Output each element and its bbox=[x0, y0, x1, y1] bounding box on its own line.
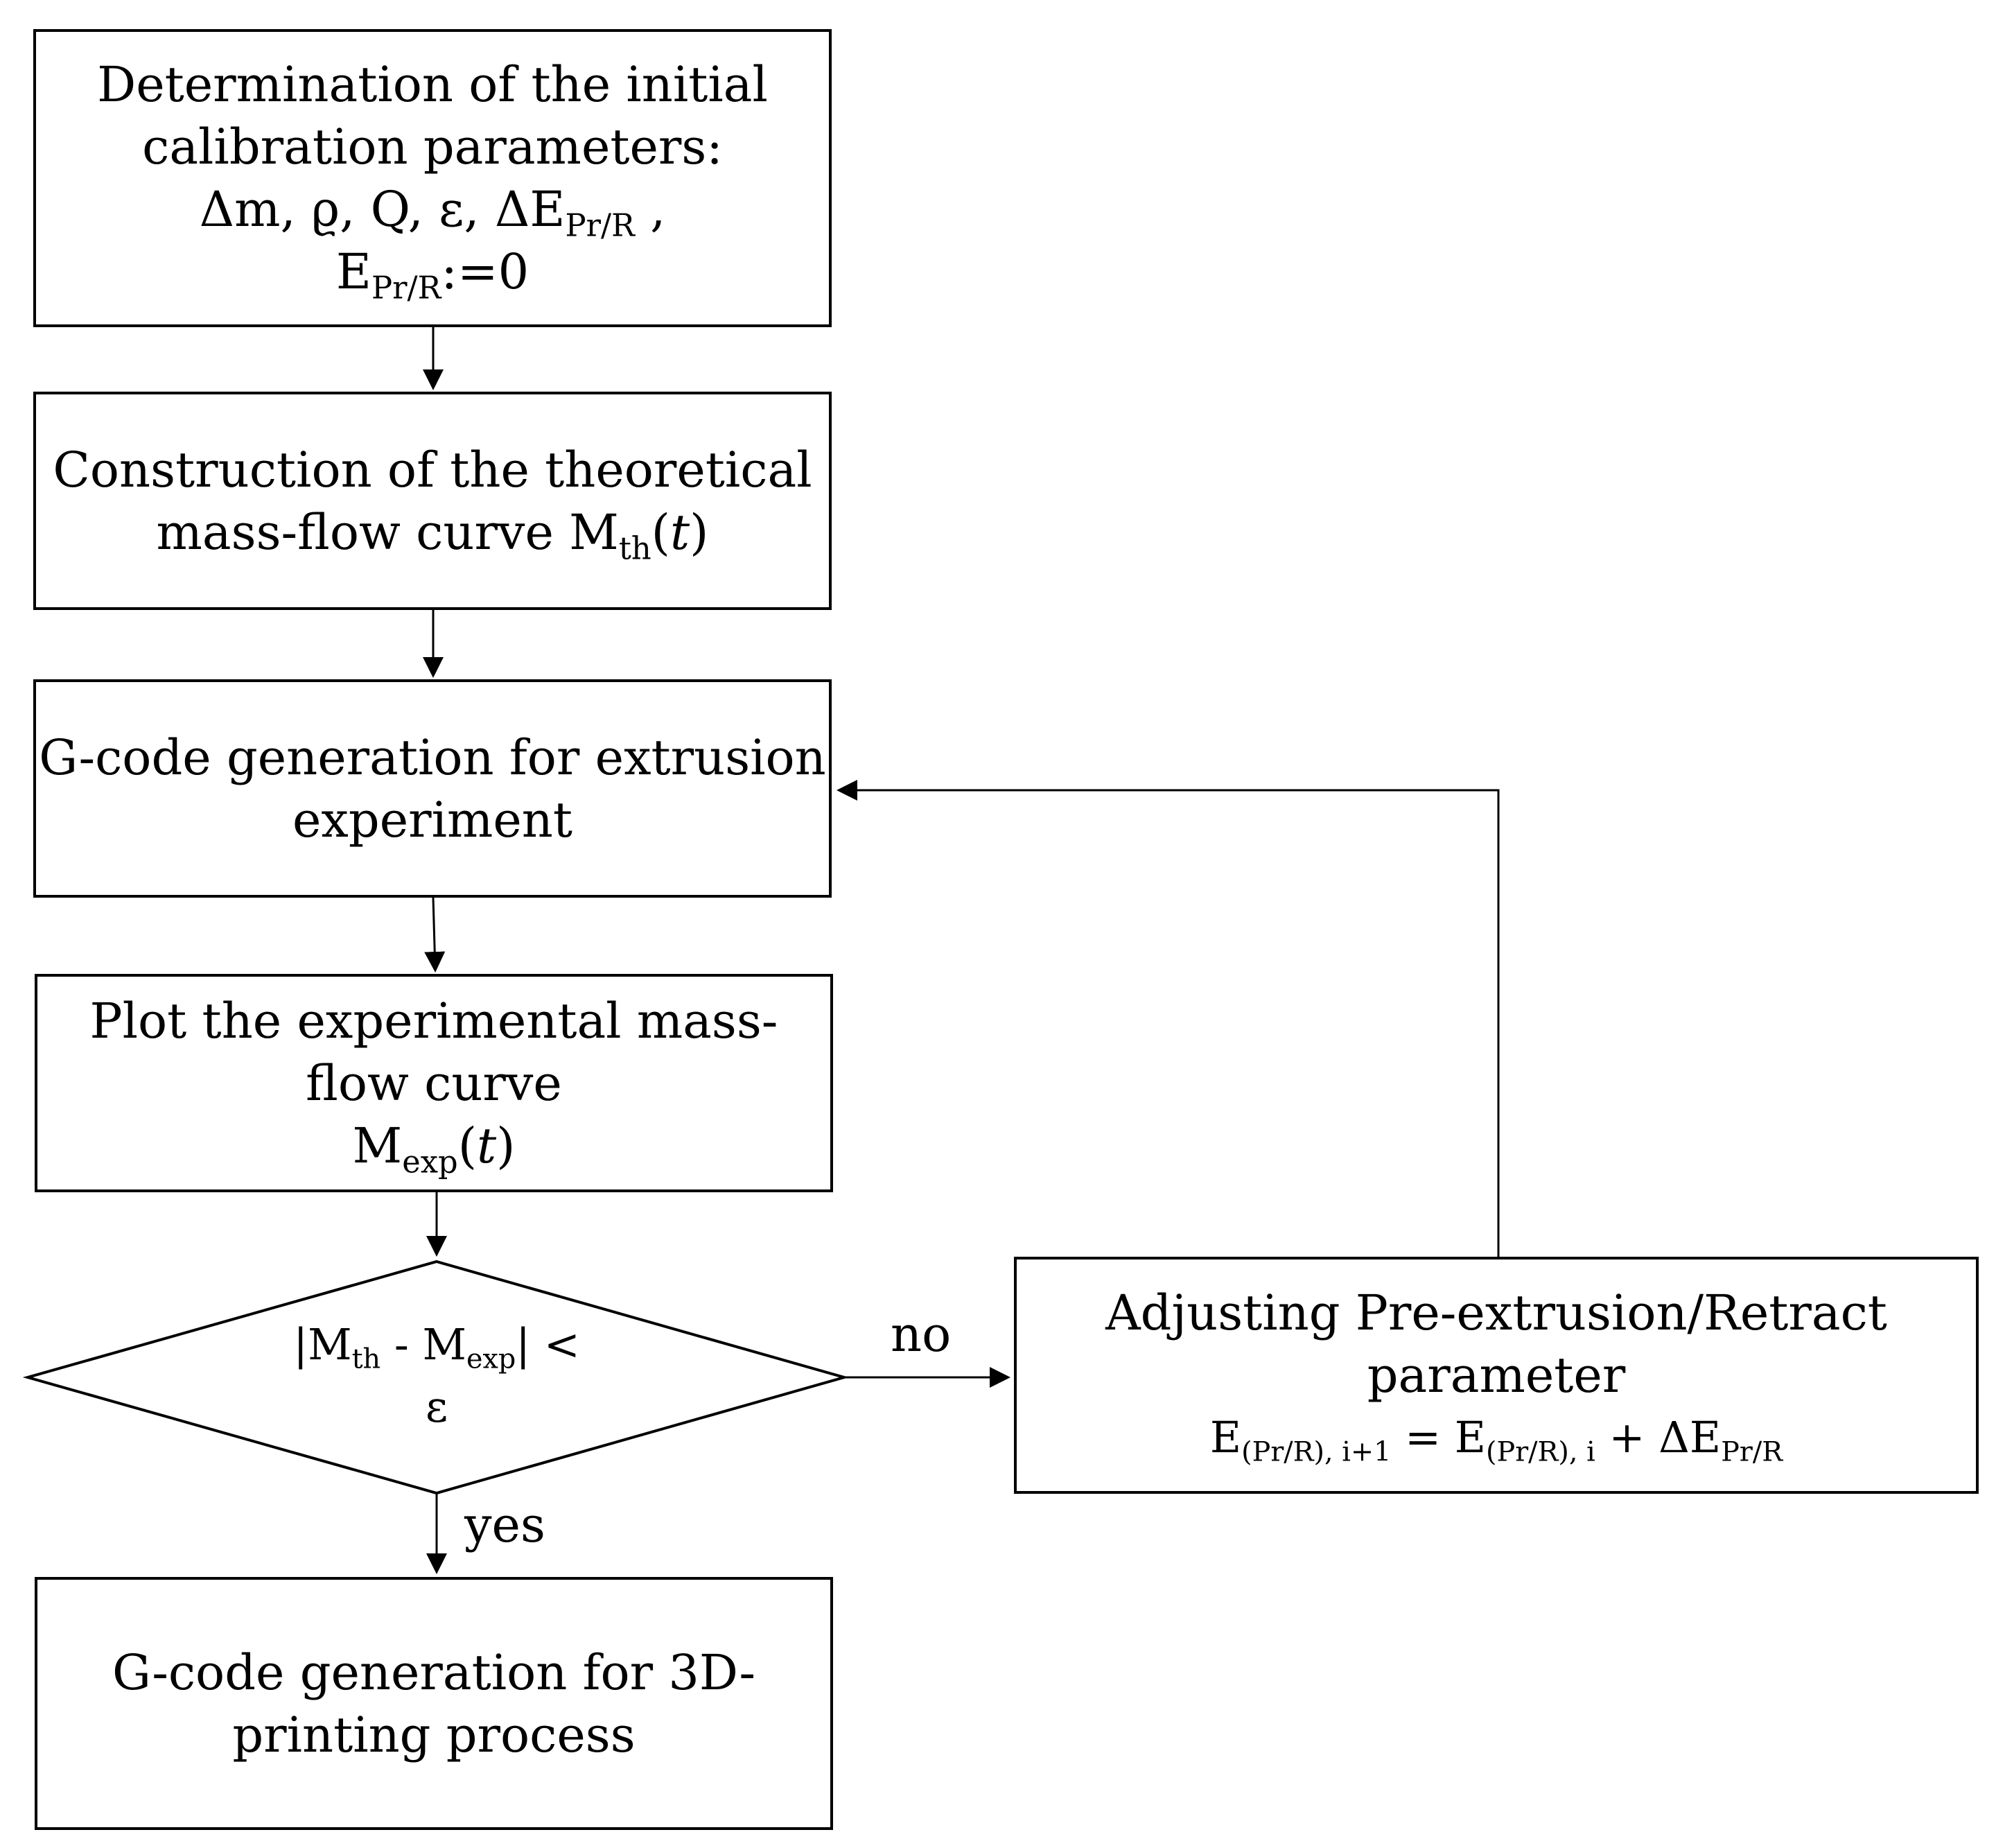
step-experimental-curve: Plot the experimental mass- flow curve M… bbox=[35, 974, 833, 1192]
box1-line2: calibration parameters: bbox=[142, 119, 723, 175]
step-theoretical-curve: Construction of the theoretical mass-flo… bbox=[33, 392, 832, 610]
box4-line3-open: ( bbox=[457, 1117, 477, 1174]
step-initial-calibration: Determination of the initial calibration… bbox=[33, 29, 832, 327]
box1-line3-suffix: , bbox=[634, 181, 666, 238]
step-gcode-printing: G-code generation for 3D- printing proce… bbox=[35, 1577, 833, 1830]
box1-line3-sub: Pr/R bbox=[565, 207, 635, 244]
box6-line3-a: E bbox=[1209, 1412, 1242, 1463]
arrow-box6-to-box3 bbox=[837, 780, 1500, 1257]
box4-line3-prefix: M bbox=[352, 1117, 403, 1174]
step-gcode-extrusion: G-code generation for extrusion experime… bbox=[33, 679, 832, 898]
box6-line1: Adjusting Pre-extrusion/Retract bbox=[1105, 1284, 1887, 1341]
box3-line2: experiment bbox=[292, 791, 572, 848]
box1-line3-prefix: Δm, ϱ, Q, ε, ΔE bbox=[199, 181, 566, 238]
decision-line1-b: - M bbox=[380, 1319, 466, 1370]
box4-line2: flow curve bbox=[306, 1054, 562, 1112]
box4-line1: Plot the experimental mass- bbox=[89, 992, 778, 1049]
box6-line3-sub3: Pr/R bbox=[1721, 1436, 1783, 1468]
decision-line1: |Mth - Mexp| < bbox=[229, 1314, 645, 1376]
box1-line4-sub: Pr/R bbox=[371, 269, 441, 306]
box2-line2-sub: th bbox=[618, 529, 651, 566]
box6-line2: parameter bbox=[1367, 1347, 1626, 1404]
label-yes: yes bbox=[464, 1497, 545, 1553]
decision-condition: |Mth - Mexp| < ε bbox=[229, 1314, 645, 1438]
box1-line4-prefix: E bbox=[335, 243, 371, 300]
box6-line3-b: = E bbox=[1391, 1412, 1487, 1463]
box6-line3-sub1: (Pr/R), i+1 bbox=[1241, 1436, 1392, 1468]
decision-line1-a: |M bbox=[293, 1319, 352, 1370]
box6-line3-c: + ΔE bbox=[1595, 1412, 1722, 1463]
box4-line3-close: ) bbox=[496, 1117, 516, 1174]
decision-line1-sub2: exp bbox=[466, 1343, 516, 1375]
box1-line4: EPr/R:=0 bbox=[336, 241, 529, 303]
arrow-box3-to-box4 bbox=[424, 897, 446, 973]
step-adjust-parameter: Adjusting Pre-extrusion/Retract paramete… bbox=[1014, 1257, 1979, 1494]
box4-line3-sub: exp bbox=[402, 1142, 458, 1180]
box4-line3-var: t bbox=[477, 1117, 497, 1174]
box1-line1: Determination of the initial bbox=[97, 56, 768, 113]
decision-line1-sub1: th bbox=[351, 1343, 381, 1375]
box2-line2-prefix: mass-flow curve M bbox=[156, 503, 619, 561]
box2-line2-open: ( bbox=[651, 503, 670, 561]
box6-line3-sub2: (Pr/R), i bbox=[1486, 1436, 1595, 1468]
box2-line2-var: t bbox=[669, 503, 690, 561]
box2-line1: Construction of the theoretical bbox=[53, 441, 812, 498]
label-no: no bbox=[891, 1306, 952, 1363]
box3-line1: G-code generation for extrusion bbox=[39, 729, 826, 786]
box4-line3: Mexp(t) bbox=[353, 1115, 516, 1177]
decision-line2: ε bbox=[425, 1381, 448, 1432]
box1-line4-suffix: :=0 bbox=[441, 243, 529, 300]
box2-line2: mass-flow curve Mth(t) bbox=[157, 501, 709, 564]
box6-line3: E(Pr/R), i+1 = E(Pr/R), i + ΔEPr/R bbox=[1210, 1406, 1783, 1469]
decision-line1-c: | < bbox=[516, 1319, 580, 1370]
box1-line3: Δm, ϱ, Q, ε, ΔEPr/R , bbox=[200, 178, 666, 241]
box5-line2: printing process bbox=[232, 1706, 636, 1763]
box5-line1: G-code generation for 3D- bbox=[112, 1644, 755, 1701]
box2-line2-close: ) bbox=[690, 503, 709, 561]
